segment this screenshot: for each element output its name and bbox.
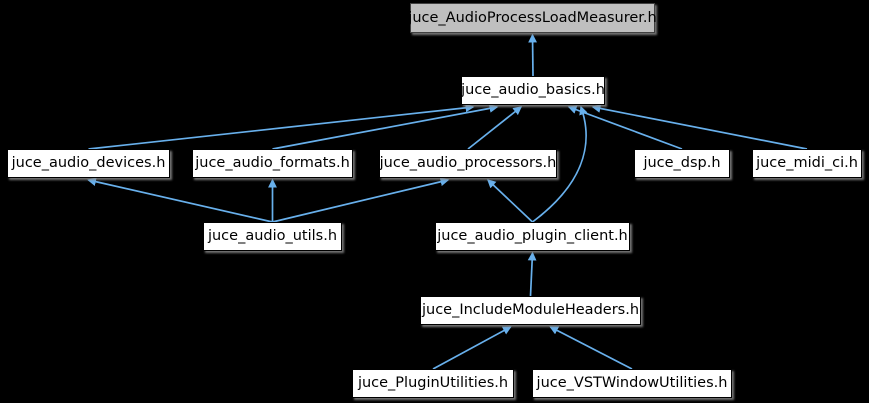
graph-node-midi_ci[interactable]: juce_midi_ci.h [752,149,862,178]
graph-node-include_module_headers[interactable]: juce_IncludeModuleHeaders.h [420,296,641,325]
graph-node-label: juce_audio_processors.h [379,155,557,172]
graph-edge-audio_plugin_client-to-audio_basics [531,105,588,223]
graph-node-label: juce_audio_formats.h [195,155,350,172]
graph-edge-audio_plugin_client-to-audio_processors [487,179,534,223]
graph-edge-audio_devices-to-audio_basics [88,103,475,150]
graph-node-audio_plugin_client[interactable]: juce_audio_plugin_client.h [435,222,630,251]
graph-edge-audio_utils-to-audio_processors [272,177,450,223]
graph-edge-vst_window_utilities-to-include_module_headers [549,326,633,370]
graph-node-label: juce_AudioProcessLoadMeasurer.h [408,9,657,26]
graph-node-dsp[interactable]: juce_dsp.h [634,149,730,178]
graph-node-label: juce_VSTWindowUtilities.h [536,375,728,392]
graph-node-audio_basics[interactable]: juce_audio_basics.h [461,76,605,105]
graph-node-label: juce_midi_ci.h [756,155,858,172]
graph-node-vst_window_utilities[interactable]: juce_VSTWindowUtilities.h [532,369,732,398]
graph-edge-audio_utils-to-audio_devices [87,177,273,223]
graph-edge-audio_formats-to-audio_basics [272,104,499,150]
graph-node-label: juce_audio_plugin_client.h [437,228,628,245]
graph-node-label: juce_audio_devices.h [11,155,166,172]
graph-node-label: juce_IncludeModuleHeaders.h [421,302,640,319]
graph-node-label: juce_audio_utils.h [207,228,338,245]
graph-node-label: juce_PluginUtilities.h [357,375,509,392]
graph-edge-plugin_utilities-to-include_module_headers [432,326,512,370]
graph-edge-audio_basics-to-audio_process_load_measurer [528,33,538,77]
graph-node-audio_formats[interactable]: juce_audio_formats.h [192,149,353,178]
graph-edge-midi_ci-to-audio_basics [591,104,808,150]
edges-group [87,33,808,370]
graph-node-audio_devices[interactable]: juce_audio_devices.h [7,149,170,178]
graph-node-label: juce_audio_basics.h [461,82,605,99]
graph-edge-include_module_headers-to-audio_plugin_client [527,251,537,297]
graph-node-audio_process_load_measurer[interactable]: juce_AudioProcessLoadMeasurer.h [408,3,657,33]
graph-edge-audio_processors-to-audio_basics [467,106,523,150]
graph-edge-dsp-to-audio_basics [567,105,683,150]
graph-node-label: juce_dsp.h [643,155,721,172]
graph-node-audio_processors[interactable]: juce_audio_processors.h [379,149,557,178]
graph-node-audio_utils[interactable]: juce_audio_utils.h [203,222,342,251]
graph-node-plugin_utilities[interactable]: juce_PluginUtilities.h [352,369,514,398]
